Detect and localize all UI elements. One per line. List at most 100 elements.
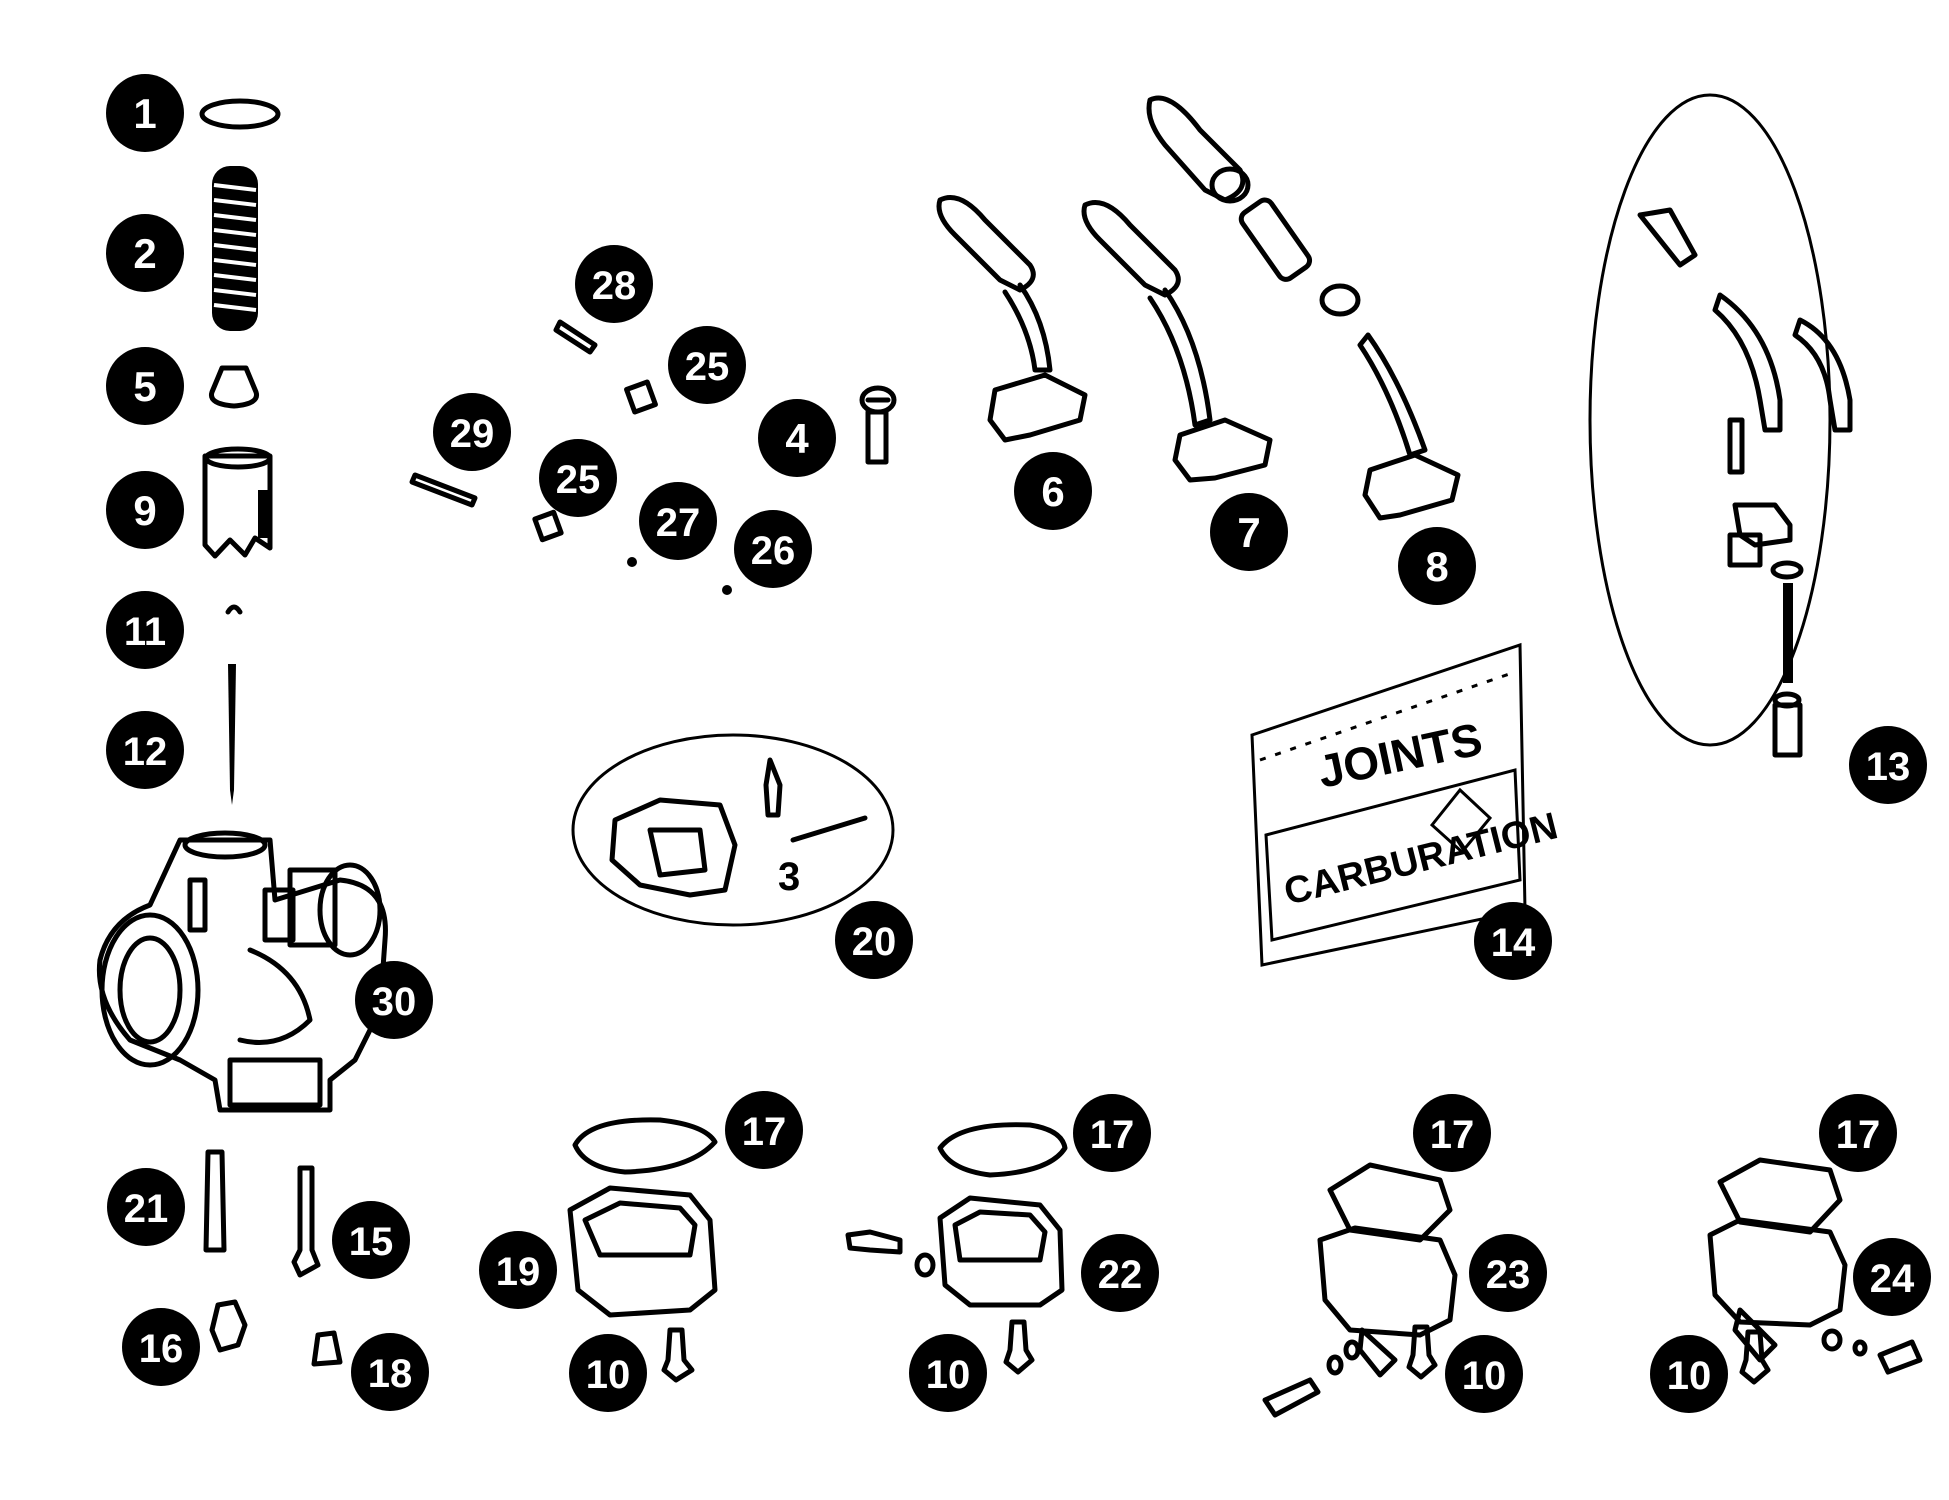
part-16-nut bbox=[209, 1299, 248, 1353]
svg-text:20: 20 bbox=[852, 920, 897, 964]
callout-4: 4 bbox=[758, 399, 836, 477]
callout-27: 27 bbox=[639, 482, 717, 560]
callout-29: 29 bbox=[433, 393, 511, 471]
callout-25-lower: 25 bbox=[539, 439, 617, 517]
svg-text:24: 24 bbox=[1870, 1257, 1915, 1301]
part-25b-nut bbox=[532, 509, 564, 543]
callout-17-third: 17 bbox=[1413, 1094, 1491, 1172]
svg-text:17: 17 bbox=[1430, 1113, 1475, 1157]
part-10c-drain-screw bbox=[1406, 1324, 1438, 1380]
svg-text:25: 25 bbox=[685, 345, 730, 389]
callout-10-second: 10 bbox=[909, 1334, 987, 1412]
svg-text:11: 11 bbox=[124, 610, 166, 654]
callout-28: 28 bbox=[575, 245, 653, 323]
part-17b-gasket bbox=[937, 1122, 1068, 1178]
svg-text:2: 2 bbox=[133, 230, 156, 277]
part-28-jet bbox=[553, 319, 598, 355]
svg-text:9: 9 bbox=[133, 487, 156, 534]
part-30-carburetor-body bbox=[96, 830, 388, 1113]
part-22-float-bowl bbox=[845, 1195, 1065, 1308]
part-11-clip bbox=[225, 604, 243, 615]
part-2-spring bbox=[212, 166, 258, 331]
part-6-choke-lever bbox=[936, 195, 1088, 443]
callout-1: 1 bbox=[106, 74, 184, 152]
part-4-screw bbox=[859, 385, 897, 465]
callout-18: 18 bbox=[351, 1333, 429, 1411]
svg-text:7: 7 bbox=[1237, 509, 1260, 556]
callout-19: 19 bbox=[479, 1231, 557, 1309]
callout-17-second: 17 bbox=[1073, 1094, 1151, 1172]
part-21-tube bbox=[203, 1149, 227, 1253]
part-17a-gasket bbox=[572, 1117, 718, 1175]
part-24-float-bowl bbox=[1707, 1217, 1923, 1375]
svg-text:22: 22 bbox=[1098, 1253, 1143, 1297]
svg-text:28: 28 bbox=[592, 264, 637, 308]
svg-text:4: 4 bbox=[785, 415, 809, 462]
callout-8: 8 bbox=[1398, 527, 1476, 605]
part-15-tube bbox=[291, 1165, 321, 1278]
callout-17-first: 17 bbox=[725, 1091, 803, 1169]
part-23-float-bowl bbox=[1262, 1225, 1458, 1418]
part-10b-drain-screw bbox=[1003, 1319, 1035, 1375]
svg-text:10: 10 bbox=[586, 1353, 631, 1397]
part-9-slide bbox=[202, 446, 273, 559]
callout-20: 20 bbox=[835, 901, 913, 979]
callout-14: 14 bbox=[1474, 902, 1552, 980]
svg-text:29: 29 bbox=[450, 412, 495, 456]
part-1-o-ring bbox=[199, 98, 281, 130]
part-10a-drain-screw bbox=[661, 1327, 695, 1383]
callout-6: 6 bbox=[1014, 452, 1092, 530]
part-18-jet bbox=[311, 1330, 343, 1367]
callout-25-upper: 25 bbox=[668, 326, 746, 404]
svg-text:10: 10 bbox=[926, 1353, 971, 1397]
svg-text:19: 19 bbox=[496, 1250, 541, 1294]
svg-text:5: 5 bbox=[133, 363, 156, 410]
svg-text:10: 10 bbox=[1462, 1354, 1507, 1398]
part-20-needle-kit: 3 bbox=[571, 733, 895, 927]
callout-5: 5 bbox=[106, 347, 184, 425]
part-13-choke-kit bbox=[1588, 93, 1853, 758]
callout-26: 26 bbox=[734, 510, 812, 588]
svg-text:13: 13 bbox=[1866, 745, 1911, 789]
callout-24: 24 bbox=[1853, 1238, 1931, 1316]
callout-16: 16 bbox=[122, 1308, 200, 1386]
svg-text:8: 8 bbox=[1425, 543, 1448, 590]
part-8-choke-lever bbox=[1146, 95, 1461, 521]
svg-text:6: 6 bbox=[1041, 468, 1064, 515]
svg-text:27: 27 bbox=[656, 501, 701, 545]
svg-text:10: 10 bbox=[1667, 1354, 1712, 1398]
part-19-float-bowl bbox=[567, 1185, 718, 1318]
kit-number-label: 3 bbox=[778, 855, 800, 899]
callout-21: 21 bbox=[107, 1168, 185, 1246]
part-27-ball bbox=[627, 557, 637, 567]
part-10d-drain-screw bbox=[1739, 1329, 1771, 1385]
svg-text:17: 17 bbox=[742, 1110, 787, 1154]
callout-10-fourth: 10 bbox=[1650, 1335, 1728, 1413]
svg-text:16: 16 bbox=[139, 1327, 184, 1371]
svg-text:30: 30 bbox=[372, 980, 417, 1024]
callout-30: 30 bbox=[355, 961, 433, 1039]
part-29-jet bbox=[409, 472, 478, 508]
callout-10-third: 10 bbox=[1445, 1335, 1523, 1413]
svg-text:15: 15 bbox=[349, 1220, 394, 1264]
callout-10-first: 10 bbox=[569, 1334, 647, 1412]
callout-13: 13 bbox=[1849, 726, 1927, 804]
svg-text:23: 23 bbox=[1486, 1253, 1531, 1297]
svg-text:1: 1 bbox=[133, 90, 156, 137]
svg-text:12: 12 bbox=[123, 730, 168, 774]
callout-22: 22 bbox=[1081, 1234, 1159, 1312]
callout-23: 23 bbox=[1469, 1234, 1547, 1312]
svg-text:25: 25 bbox=[556, 458, 601, 502]
callout-2: 2 bbox=[106, 214, 184, 292]
part-26-ball bbox=[722, 585, 732, 595]
svg-text:17: 17 bbox=[1090, 1113, 1135, 1157]
part-7-choke-lever bbox=[1081, 200, 1273, 483]
callout-15: 15 bbox=[332, 1201, 410, 1279]
callout-12: 12 bbox=[106, 711, 184, 789]
svg-text:26: 26 bbox=[751, 529, 796, 573]
part-5-cap bbox=[209, 365, 259, 409]
callout-9: 9 bbox=[106, 471, 184, 549]
callout-11: 11 bbox=[106, 591, 184, 669]
svg-text:18: 18 bbox=[368, 1352, 413, 1396]
